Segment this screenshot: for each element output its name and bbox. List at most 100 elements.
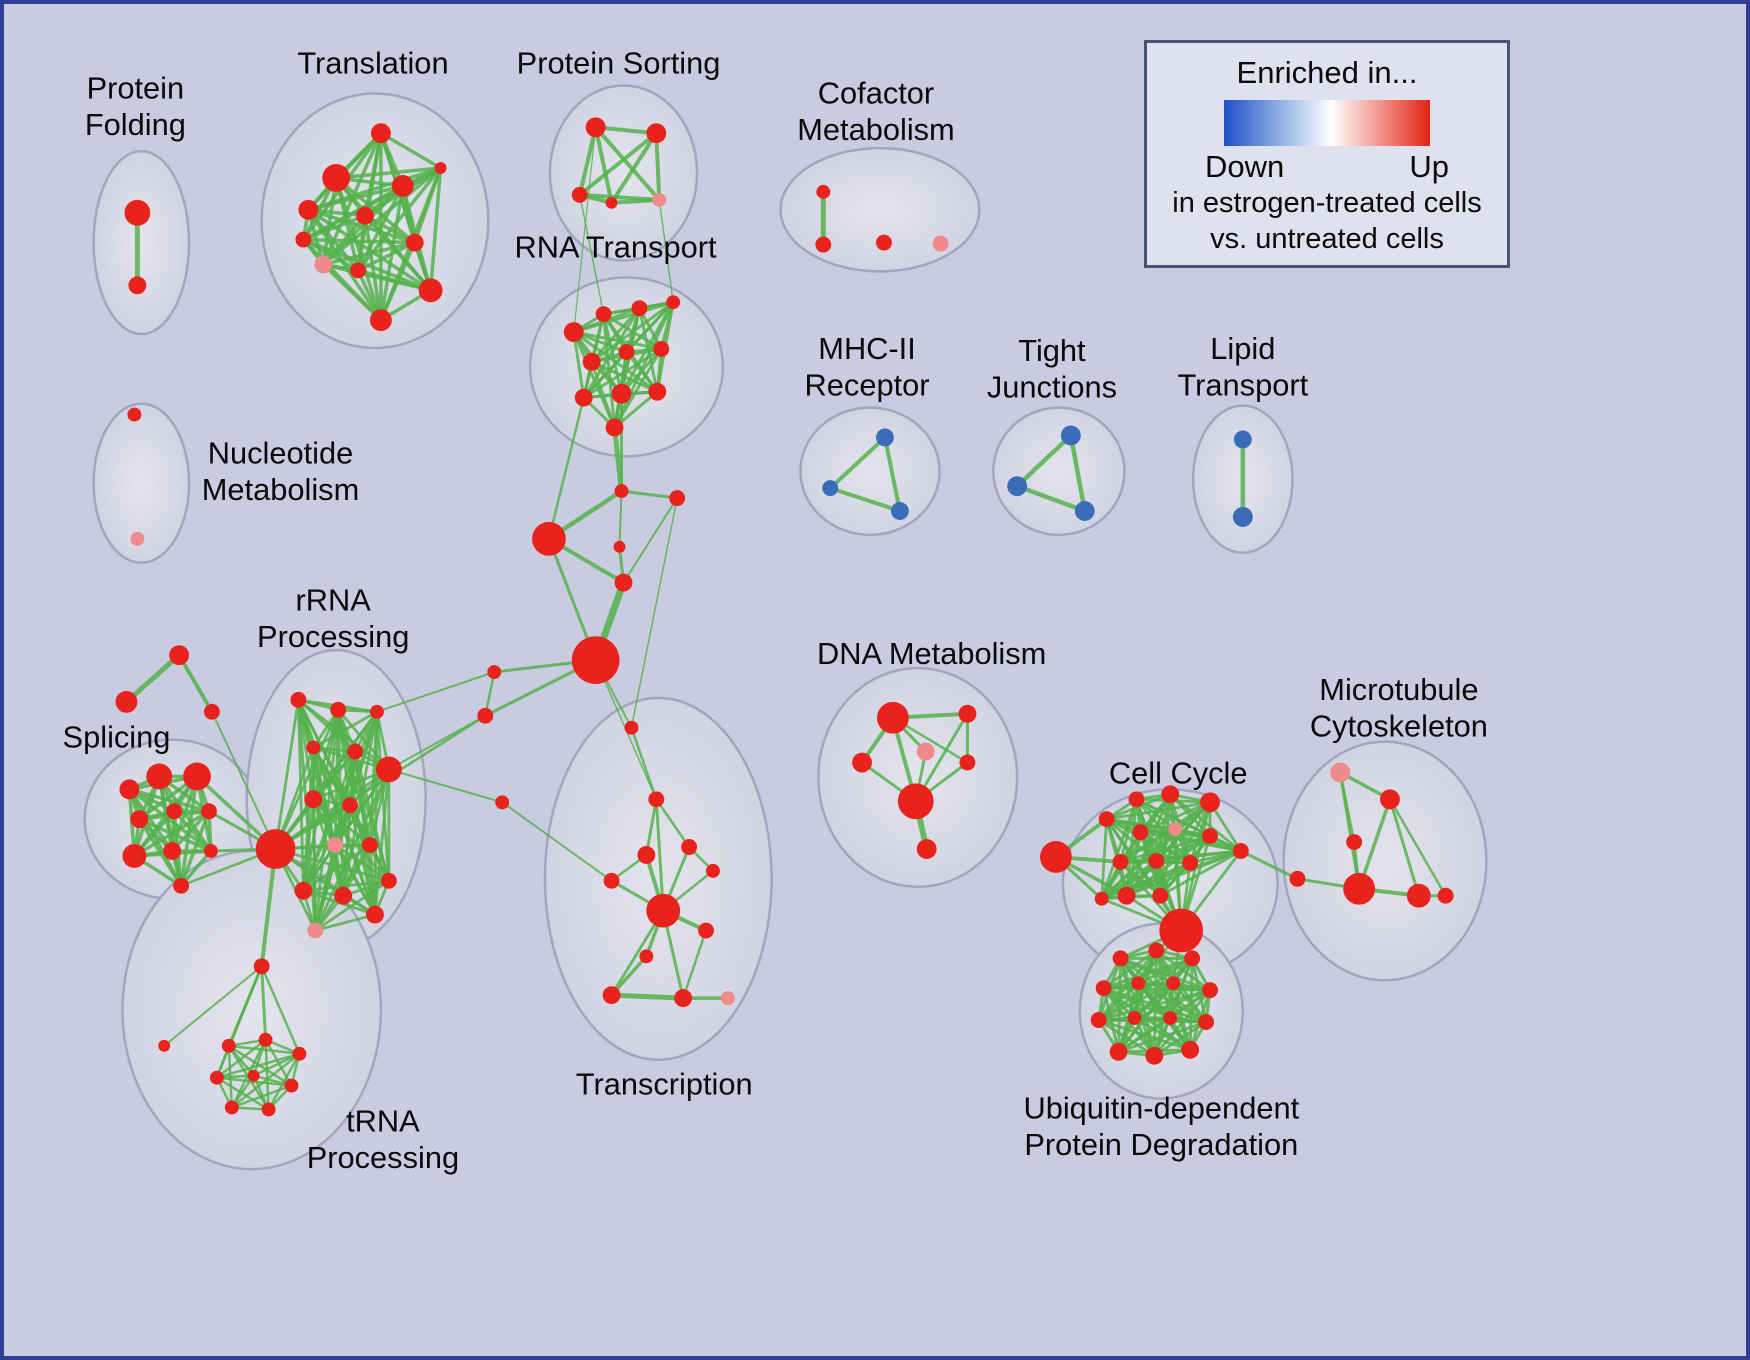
node-cm4 xyxy=(932,235,949,252)
node-t5 xyxy=(356,206,374,225)
node-u13 xyxy=(1145,1046,1164,1065)
node-u5 xyxy=(1131,976,1146,991)
edge-rr7-rr15 xyxy=(312,798,390,882)
node-u11 xyxy=(1198,1014,1214,1030)
edge-tn4-tn9 xyxy=(267,1053,301,1111)
cluster-label-mhc-ii-receptor: Receptor xyxy=(805,368,930,403)
node-u12 xyxy=(1109,1042,1128,1061)
node-c8 xyxy=(1202,828,1218,845)
edge-tn2-tn4 xyxy=(228,1044,300,1056)
edge-ps1-ps3 xyxy=(577,126,598,196)
cluster-label-microtubule-cytoskeleton: Microtubule xyxy=(1319,672,1478,707)
node-rrh xyxy=(255,829,296,869)
node-rr14 xyxy=(366,905,384,924)
edge-g1-g2 xyxy=(124,653,181,704)
node-mc3 xyxy=(1346,834,1363,850)
edge-rr9-rr11 xyxy=(302,844,337,892)
edge-m2-tc1 xyxy=(630,497,678,728)
node-m2 xyxy=(669,490,686,507)
node-d4 xyxy=(916,742,935,761)
node-tn1 xyxy=(253,958,270,975)
edge-ps2-ps3 xyxy=(578,131,658,197)
cluster-label-cofactor-metabolism: Metabolism xyxy=(797,112,954,147)
edge-ps4-ps5 xyxy=(611,197,660,205)
edge-ps5-rn4 xyxy=(658,199,674,303)
edge-rn7-rn11 xyxy=(613,348,663,429)
edge-ps1-ps5 xyxy=(594,125,661,202)
cluster-label-protein-folding: Folding xyxy=(85,107,186,142)
edge-rr6-rrh xyxy=(274,768,390,851)
edge-ps2-ps4 xyxy=(609,132,658,204)
edge-rn7-rn8 xyxy=(582,347,663,399)
edge-rr7-rr13 xyxy=(311,799,317,931)
cluster-label-cell-cycle: Cell Cycle xyxy=(1109,755,1248,790)
node-mh2 xyxy=(822,480,839,497)
node-ps3 xyxy=(571,186,588,203)
cluster-label-ubiquitin-degradation: Protein Degradation xyxy=(1024,1127,1298,1162)
edge-t11-t12 xyxy=(302,166,442,242)
edge-rr13-rr15 xyxy=(314,879,390,932)
node-rn4 xyxy=(666,295,681,310)
edge-u3-u4 xyxy=(1103,956,1193,990)
edge-mc2-mc5 xyxy=(1388,798,1421,897)
node-t8 xyxy=(369,309,392,332)
edge-t1-t12 xyxy=(336,166,441,180)
edge-c3-c16 xyxy=(1100,798,1138,900)
node-rn2 xyxy=(595,306,612,323)
edge-rr2-rrh xyxy=(274,709,340,850)
node-m5 xyxy=(614,573,633,592)
node-c2 xyxy=(1098,811,1115,828)
node-c5 xyxy=(1200,792,1220,813)
cluster-label-nucleotide-metabolism: Nucleotide xyxy=(208,435,354,470)
legend-title: Enriched in... xyxy=(1236,55,1418,90)
cluster-label-lipid-transport: Transport xyxy=(1177,368,1308,403)
node-tn6 xyxy=(247,1069,260,1082)
edge-t2-t12 xyxy=(380,131,442,170)
edge-rr5-rr11 xyxy=(302,751,357,892)
node-u4 xyxy=(1095,980,1112,997)
node-mc6 xyxy=(1437,887,1454,904)
node-mc1 xyxy=(1330,762,1351,783)
cluster-label-dna-metabolism: DNA Metabolism xyxy=(817,636,1046,671)
node-g3 xyxy=(203,703,220,720)
node-rn9 xyxy=(611,383,632,404)
node-rr13 xyxy=(307,922,324,939)
edge-t10-t12 xyxy=(356,166,442,272)
edge-tc10-tc11 xyxy=(611,992,684,1001)
edge-t6-t10 xyxy=(356,185,405,272)
cluster-label-rrna-processing: rRNA xyxy=(296,582,372,617)
node-g2 xyxy=(115,690,138,713)
node-layer xyxy=(115,117,1454,1117)
node-c11 xyxy=(1148,852,1165,869)
edge-s6-s8 xyxy=(170,810,211,853)
cluster-label-rrna-processing: Processing xyxy=(257,619,409,654)
edge-tc2-tc7 xyxy=(654,799,665,911)
edge-s6-s7 xyxy=(133,809,210,858)
edge-t9-t12 xyxy=(413,167,443,244)
node-x2 xyxy=(477,707,494,724)
node-d7 xyxy=(916,839,937,859)
node-lt1 xyxy=(1233,430,1252,449)
edge-ps3-rn2 xyxy=(579,194,605,315)
node-mc4 xyxy=(1343,872,1376,905)
node-rr12 xyxy=(334,886,353,905)
edge-ps2-ps5 xyxy=(654,133,662,200)
edge-g3-rrh xyxy=(211,711,277,850)
node-s10 xyxy=(203,844,218,858)
node-u8 xyxy=(1090,1012,1107,1028)
edge-rn6-rn8 xyxy=(582,350,628,399)
node-cm1 xyxy=(816,184,831,199)
edge-tj1-tj2 xyxy=(1015,433,1073,488)
edge-t7-t12 xyxy=(428,167,443,291)
edge-tn10-tn1 xyxy=(163,965,263,1047)
node-tc2 xyxy=(648,791,665,808)
edge-rn1-rn8 xyxy=(572,331,586,398)
node-lt2 xyxy=(1232,507,1253,527)
cluster-label-mhc-ii-receptor: MHC-II xyxy=(818,331,916,366)
node-c12 xyxy=(1182,854,1199,871)
node-c10 xyxy=(1112,853,1129,870)
node-rr8 xyxy=(342,797,359,814)
node-rr15 xyxy=(380,872,397,889)
edge-rn1-rn4 xyxy=(573,300,674,334)
cluster-label-tight-junctions: Junctions xyxy=(987,370,1117,405)
